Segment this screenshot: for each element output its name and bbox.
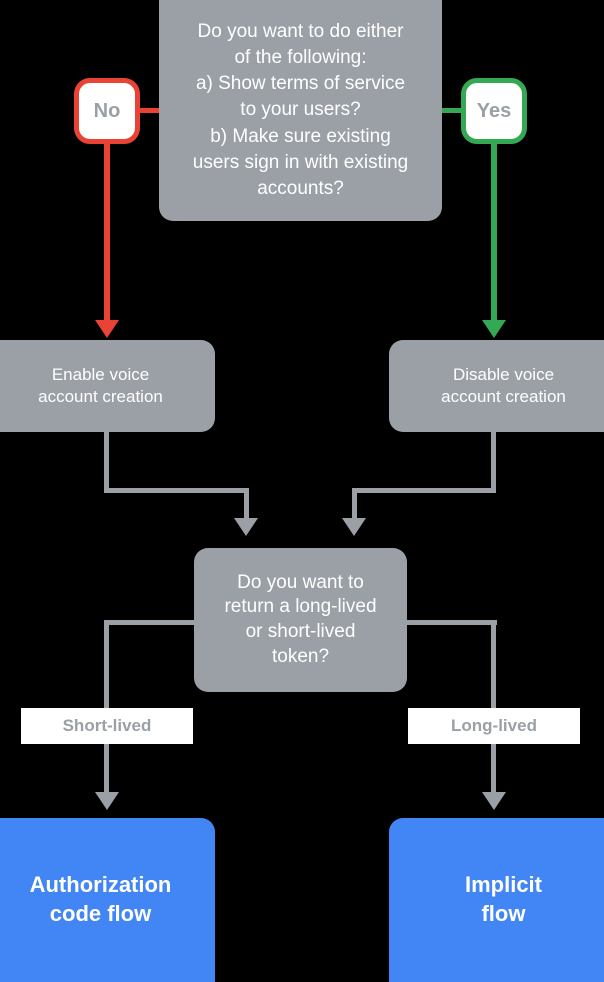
connector-disable-merge-down [352, 488, 357, 521]
action-node-disable-voice-account-creation[interactable]: Disable voice account creation [389, 340, 604, 432]
terminal-node-authorization-code-flow-text: Authorization code flow [29, 872, 172, 926]
connector-q1-to-yes [439, 108, 463, 113]
branch-marker-no[interactable]: No [74, 78, 140, 144]
connector-q1-to-no [140, 108, 162, 113]
connector-disable-down [491, 430, 496, 492]
arrowhead-no-to-enable [95, 320, 119, 338]
arrowhead-short-lived-to-auth [95, 792, 119, 810]
terminal-node-authorization-code-flow[interactable]: Authorization code flow [0, 818, 215, 982]
connector-enable-merge-down [244, 488, 249, 521]
decision-node-voice-account-question-text: Do you want to do either of the followin… [192, 20, 409, 200]
connector-enable-down [104, 430, 109, 492]
action-node-enable-voice-account-creation[interactable]: Enable voice account creation [0, 340, 215, 432]
edge-label-short-lived: Short-lived [21, 708, 193, 744]
action-node-enable-voice-account-creation-text: Enable voice account creation [38, 364, 163, 406]
arrowhead-long-lived-to-implicit [482, 792, 506, 810]
decision-node-token-lifetime-question-text: Do you want to return a long-lived or sh… [224, 571, 377, 667]
terminal-node-implicit-flow-text: Implicit flow [464, 872, 542, 926]
branch-marker-yes-label: Yes [476, 99, 512, 122]
decision-node-voice-account-question[interactable]: Do you want to do either of the followin… [159, 0, 442, 221]
decision-node-token-lifetime-question[interactable]: Do you want to return a long-lived or sh… [194, 548, 407, 692]
branch-marker-no-label: No [93, 99, 121, 122]
arrowhead-yes-to-disable [482, 320, 506, 338]
connector-disable-across [352, 488, 496, 493]
connector-enable-across [104, 488, 249, 493]
terminal-node-implicit-flow[interactable]: Implicit flow [389, 818, 604, 982]
branch-marker-yes[interactable]: Yes [461, 78, 527, 144]
arrowhead-enable-to-q2 [234, 518, 258, 536]
connector-q2-right-across [402, 620, 497, 625]
edge-label-long-lived-text: Long-lived [451, 716, 537, 735]
connector-no-down [104, 142, 110, 324]
action-node-disable-voice-account-creation-text: Disable voice account creation [441, 364, 566, 406]
arrowhead-disable-to-q2 [342, 518, 366, 536]
edge-label-short-lived-text: Short-lived [62, 716, 152, 735]
edge-label-long-lived: Long-lived [408, 708, 580, 744]
connector-q2-left-across [104, 620, 199, 625]
connector-yes-down [491, 142, 497, 324]
